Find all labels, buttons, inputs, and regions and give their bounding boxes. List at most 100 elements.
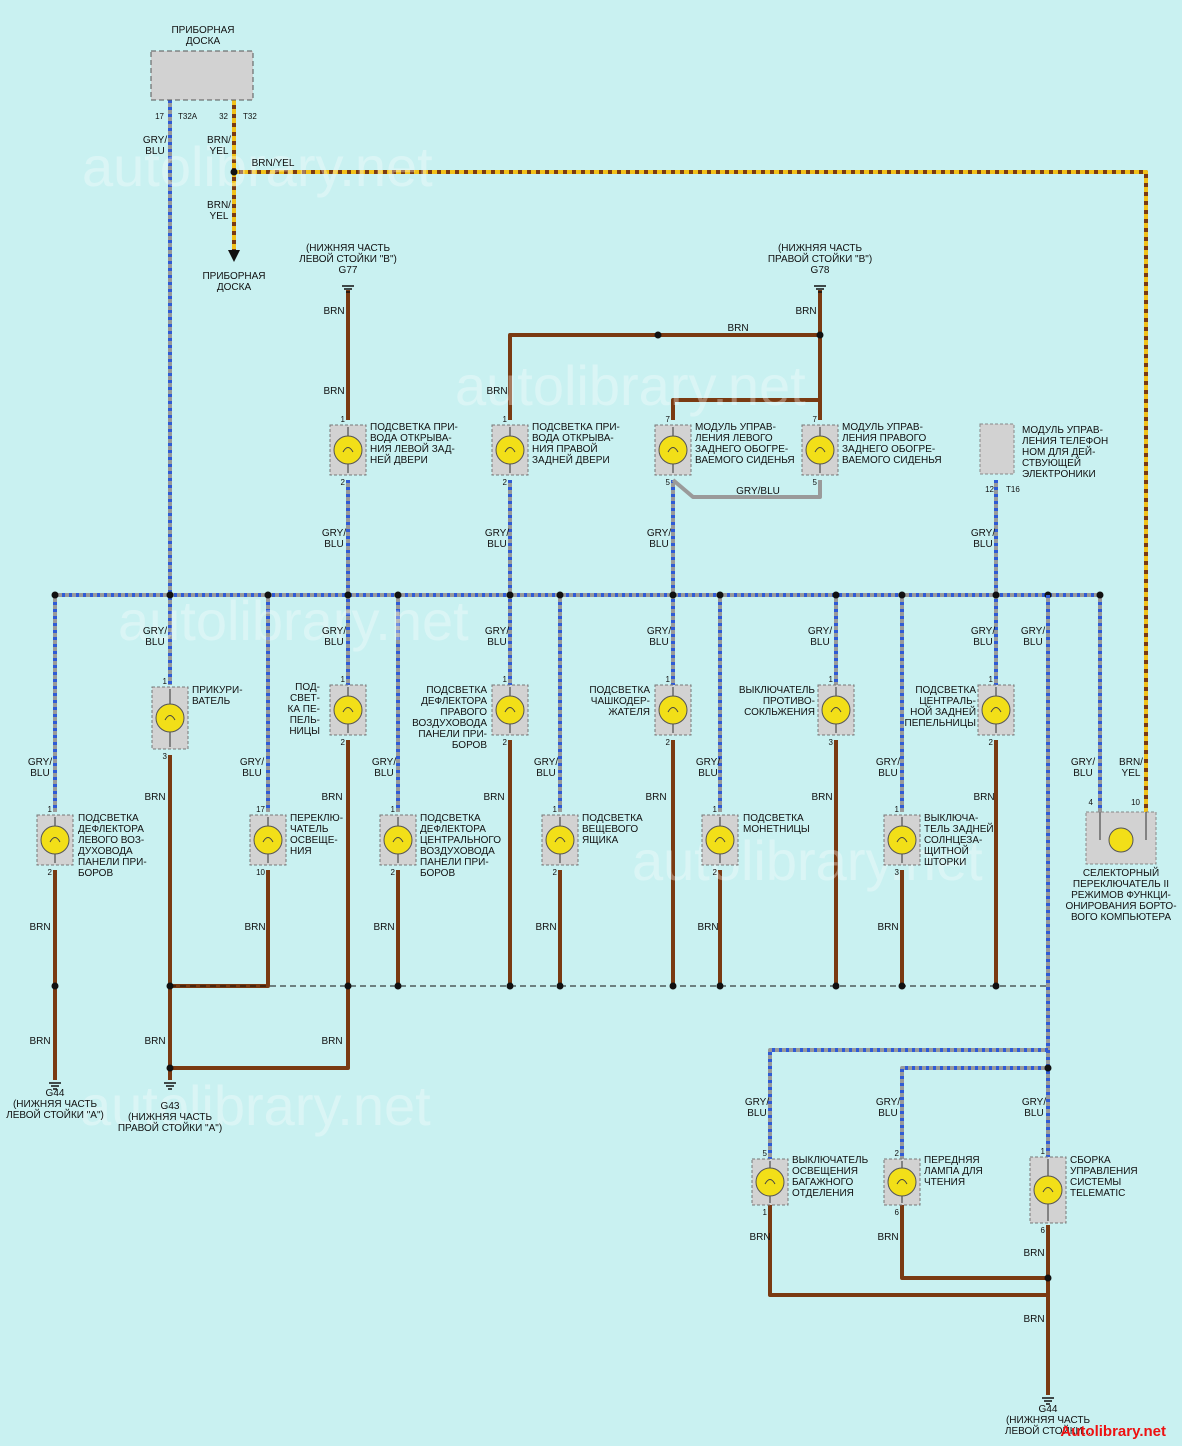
bulb-icon [495, 435, 525, 465]
wire-seat-link [671, 478, 822, 499]
bulb-icon [545, 825, 575, 855]
site-url[interactable]: Autolibrary.net [1060, 1423, 1166, 1440]
trunk-component [751, 1158, 789, 1206]
pin-number: 1 [503, 415, 508, 424]
wire-color-label: BRN/ [207, 200, 231, 211]
selector-switch-label: РЕЖИМОВ ФУНКЦИ- [1071, 890, 1171, 901]
g77-code: G77 [339, 265, 358, 276]
wire-color-label: BRN/ [1119, 757, 1143, 768]
pin-number: 2 [503, 738, 508, 747]
wire-trunk-stripe [768, 1048, 1048, 1160]
center-vent-label: ВОЗДУХОВОДА [420, 846, 495, 857]
right-vent-label: ПРАВОГО [440, 707, 487, 718]
connector-code: T32 [243, 112, 257, 121]
pin-number: 3 [163, 752, 168, 761]
bulb-icon [155, 703, 185, 733]
pin-number: 2 [895, 1149, 900, 1158]
bulb-icon [755, 1167, 785, 1197]
labels-layer: autolibrary.netautolibrary.netautolibrar… [6, 25, 1176, 1437]
wire-color-label: BLU [487, 539, 506, 550]
ashtray-label: КА ПЕ- [288, 704, 320, 715]
coin-label: МОНЕТНИЦЫ [743, 824, 810, 835]
pin-number: 1 [713, 805, 718, 814]
pin-number: 10 [256, 868, 265, 877]
telematic-label: СИСТЕМЫ [1070, 1177, 1121, 1188]
center-ashtray-label: ПЕПЕЛЬНИЦЫ [905, 718, 977, 729]
filament-icon [714, 837, 726, 843]
right-seat-component [801, 424, 839, 476]
left-seat-component [654, 424, 692, 476]
phone-module-label: НОМ ДЛЯ ДЕЙ- [1022, 445, 1095, 458]
splice-dot [394, 982, 402, 990]
telematic-label: УПРАВЛЕНИЯ [1070, 1166, 1138, 1177]
watermark: autolibrary.net [82, 135, 433, 198]
pin-number: 1 [1041, 1147, 1046, 1156]
g77-label: ЛЕВОЙ СТОЙКИ "В") [299, 252, 397, 265]
wire-color-label: GRY/ [28, 757, 52, 768]
g77-label: (НИЖНЯЯ ЧАСТЬ [306, 243, 391, 254]
wire-color-label: GRY/ [322, 528, 346, 539]
filament-icon [667, 447, 679, 453]
pin-number: 10 [1131, 798, 1140, 807]
right-vent-label: ВОЗДУХОВОДА [412, 718, 487, 729]
center-ashtray-label: ПОДСВЕТКА [915, 685, 976, 696]
center-vent-label: ДЕФЛЕКТОРА [420, 824, 486, 835]
pin-number: 2 [553, 868, 558, 877]
sunshade-label: ТЕЛЬ ЗАДНЕЙ [924, 822, 994, 835]
phone-module-label: СТВУЮЩЕЙ [1022, 456, 1081, 469]
left-vent-label: ДУХОВОДА [78, 846, 133, 857]
connector-code: T32A [178, 112, 198, 121]
splice-dot [230, 168, 238, 176]
filament-icon [49, 837, 61, 843]
pin-number: 32 [219, 112, 228, 121]
filament-icon [262, 837, 274, 843]
antiskid-label: ВЫКЛЮЧАТЕЛЬ [739, 685, 816, 696]
wire-color-label: BRN [811, 792, 832, 803]
connector-code: T16 [1006, 485, 1020, 494]
glovebox-label: ПОДСВЕТКА [582, 813, 643, 824]
pin-number: 1 [503, 675, 508, 684]
pin-number: 3 [829, 738, 834, 747]
pin-number: 5 [666, 478, 671, 487]
wire-color-label: BLU [536, 768, 555, 779]
splice-dot [344, 591, 352, 599]
g43-label: ПРАВОЙ СТОЙКИ "А") [118, 1121, 222, 1134]
wire-color-label: BLU [145, 146, 164, 157]
sunshade-label: СОЛНЦЕЗА- [924, 835, 982, 846]
wire-color-label: BRN [244, 922, 265, 933]
wire-color-label: BRN [1023, 1248, 1044, 1259]
cupholder-component [654, 684, 692, 736]
g44a-label: (НИЖНЯЯ ЧАСТЬ [13, 1099, 98, 1110]
wire-color-label: BLU [878, 768, 897, 779]
wire-color-label: GRY/ [876, 757, 900, 768]
filament-icon [896, 1179, 908, 1185]
wire-color-label: BRN [321, 792, 342, 803]
splice-dot [506, 591, 514, 599]
right-door-label: ЗАДНЕЙ ДВЕРИ [532, 453, 610, 466]
right-vent-component [491, 684, 529, 736]
wire-color-label: GRY/ [647, 626, 671, 637]
splice-dot [669, 591, 677, 599]
glovebox-label: ВЕЩЕВОГО [582, 824, 638, 835]
selector-switch-label: СЕЛЕКТОРНЫЙ [1083, 866, 1159, 879]
wire-color-label: BRN [877, 1232, 898, 1243]
wire-color-label: GRY/ [647, 528, 671, 539]
wire-color-label: BRN [373, 922, 394, 933]
wire-color-label: GRY/ [322, 626, 346, 637]
g44b-code: G44 [1039, 1404, 1058, 1415]
reading-label: ЛАМПА ДЛЯ [924, 1166, 983, 1177]
splice-dot [166, 1064, 174, 1072]
wire-color-label: BLU [747, 1108, 766, 1119]
instrument-panel-block [150, 50, 254, 101]
filament-icon [392, 837, 404, 843]
wire-color-label: BRN/ [207, 135, 231, 146]
wire-color-label: BLU [649, 637, 668, 648]
wire-color-label: BLU [374, 768, 393, 779]
wire-color-label: GRY/ [1071, 757, 1095, 768]
right-seat-label: ВАЕМОГО СИДЕНЬЯ [842, 455, 942, 466]
wire-color-label: BLU [973, 637, 992, 648]
phone-module-label: МОДУЛЬ УПРАВ- [1022, 425, 1103, 436]
light-switch-label: ЧАТЕЛЬ [290, 824, 329, 835]
lighter-component [151, 686, 189, 750]
